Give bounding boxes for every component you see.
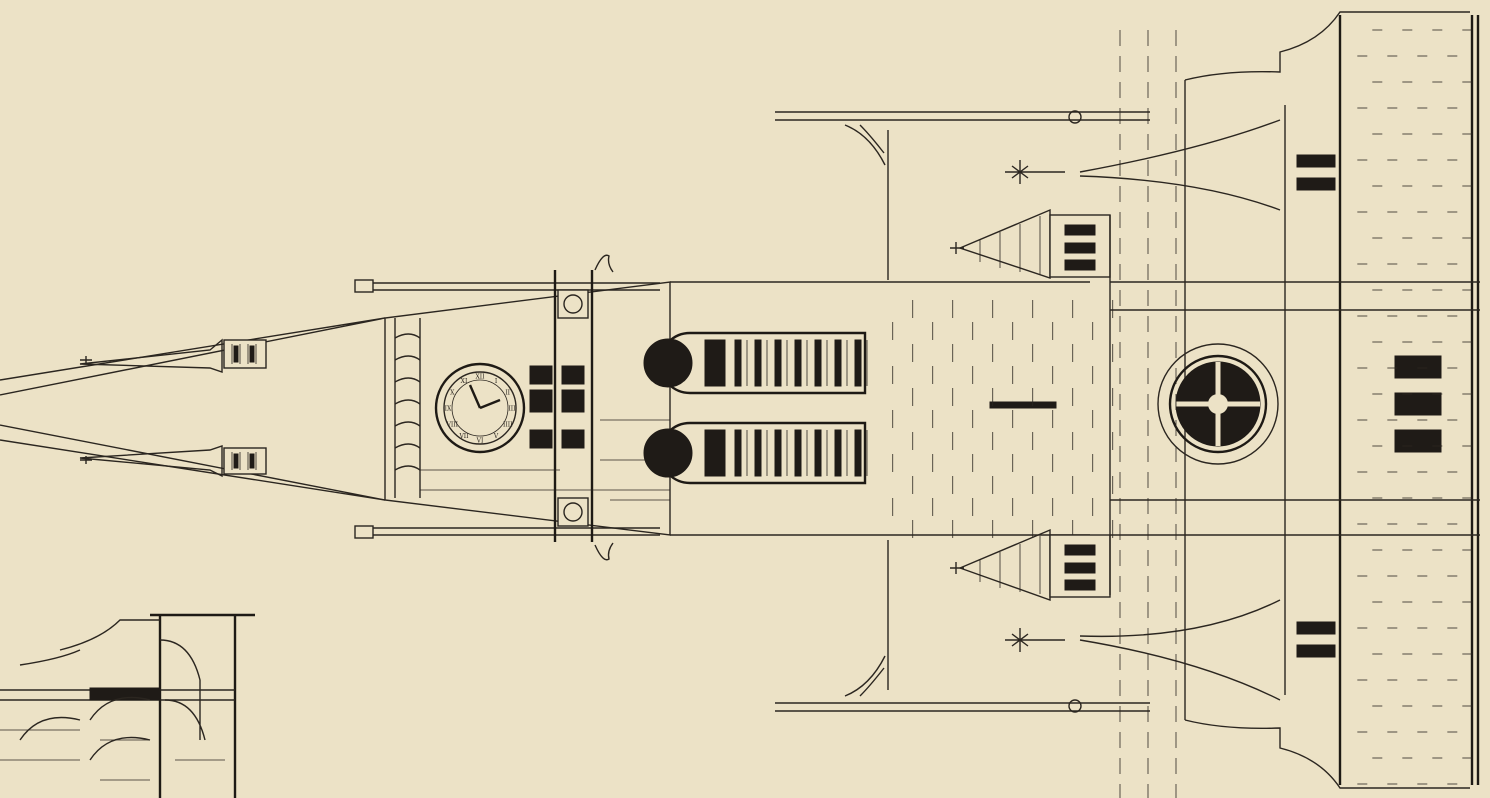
belfry-louvres [529,365,585,449]
spire [0,317,386,501]
window-mullion [734,429,742,477]
turret-upper [950,208,1111,279]
window-mullion [794,339,802,387]
clock-numeral: X [450,390,455,397]
facade-windows [1296,154,1442,658]
window-mullion [834,339,842,387]
clock-numeral: IIII [503,422,513,429]
clock-numeral: VIII [446,422,459,429]
nave-facade [1109,11,1480,798]
window-mullions [734,339,868,477]
tower-shaft [670,130,1114,690]
clock-numeral: I [495,378,498,385]
clock-numeral: IX [445,406,452,413]
window-mullion [774,339,782,387]
window-mullion [774,429,782,477]
window-mullion [854,429,862,477]
long-pinnacle-top [775,110,1281,211]
window-mullion [854,339,862,387]
window-mullion [794,429,802,477]
facade-masonry [1119,29,1473,798]
window-mullion [754,339,762,387]
clock-numeral: II [505,390,510,397]
twin-windows [643,331,868,485]
window-mullion [814,339,822,387]
long-pinnacle-bottom [775,599,1281,713]
belfry-arcade [394,318,421,498]
window-mullion [734,339,742,387]
clock-numeral: XI [461,378,468,385]
spire-upper-lucarne [79,338,267,373]
spire-lower-lucarne [79,445,267,478]
window-mullion [754,429,762,477]
secondary-elevation-fragment [0,613,255,798]
clock-numeral: VII [458,433,469,440]
clock-numeral: VI [476,438,484,445]
clock-numeral: XII [475,374,485,381]
clock-numeral: V [493,433,499,440]
window-mullion [834,429,842,477]
clock-numeral: III [508,406,516,413]
window-mullion [814,429,822,477]
turret-lower [950,528,1111,601]
